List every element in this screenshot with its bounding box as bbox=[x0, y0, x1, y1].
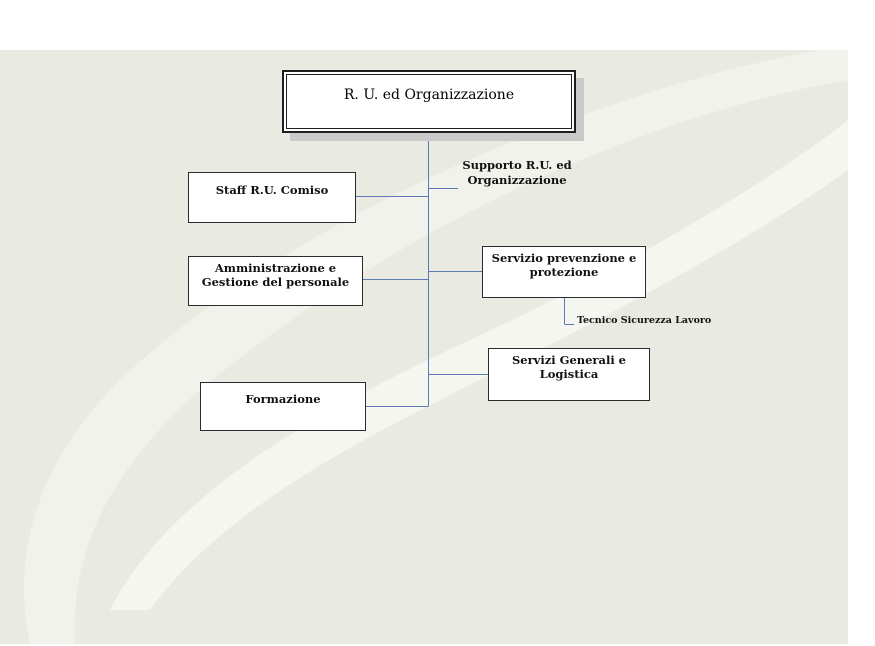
root-node-box: R. U. ed Organizzazione bbox=[282, 70, 576, 133]
support-label: Supporto R.U. ed Organizzazione bbox=[452, 158, 582, 188]
node-formazione: Formazione bbox=[200, 382, 366, 431]
decorative-swoosh bbox=[24, 50, 848, 644]
root-node: R. U. ed Organizzazione bbox=[282, 70, 584, 141]
slide-background bbox=[0, 50, 848, 644]
support-label-line2: Organizzazione bbox=[467, 173, 567, 187]
node-staff-ru-comiso-label: Staff R.U. Comiso bbox=[215, 183, 329, 197]
node-amministrazione-line2: Gestione del personale bbox=[201, 275, 350, 289]
root-node-inner-border: R. U. ed Organizzazione bbox=[286, 74, 572, 129]
node-servizio-prevenzione-line1: Servizio prevenzione e bbox=[491, 251, 637, 265]
node-servizio-prevenzione: Servizio prevenzione e protezione bbox=[482, 246, 646, 298]
node-servizi-generali-line2: Logistica bbox=[539, 367, 599, 381]
node-servizio-prevenzione-line2: protezione bbox=[529, 265, 599, 279]
support-label-line1: Supporto R.U. ed bbox=[462, 158, 572, 172]
sub-label-tecnico-sicurezza: Tecnico Sicurezza Lavoro bbox=[577, 315, 712, 326]
node-amministrazione: Amministrazione e Gestione del personale bbox=[188, 256, 363, 306]
node-formazione-label: Formazione bbox=[245, 392, 321, 406]
node-servizi-generali: Servizi Generali e Logistica bbox=[488, 348, 650, 401]
node-staff-ru-comiso: Staff R.U. Comiso bbox=[188, 172, 356, 223]
node-servizi-generali-line1: Servizi Generali e bbox=[511, 353, 627, 367]
root-node-label: R. U. ed Organizzazione bbox=[343, 87, 515, 103]
node-amministrazione-line1: Amministrazione e bbox=[214, 261, 337, 275]
